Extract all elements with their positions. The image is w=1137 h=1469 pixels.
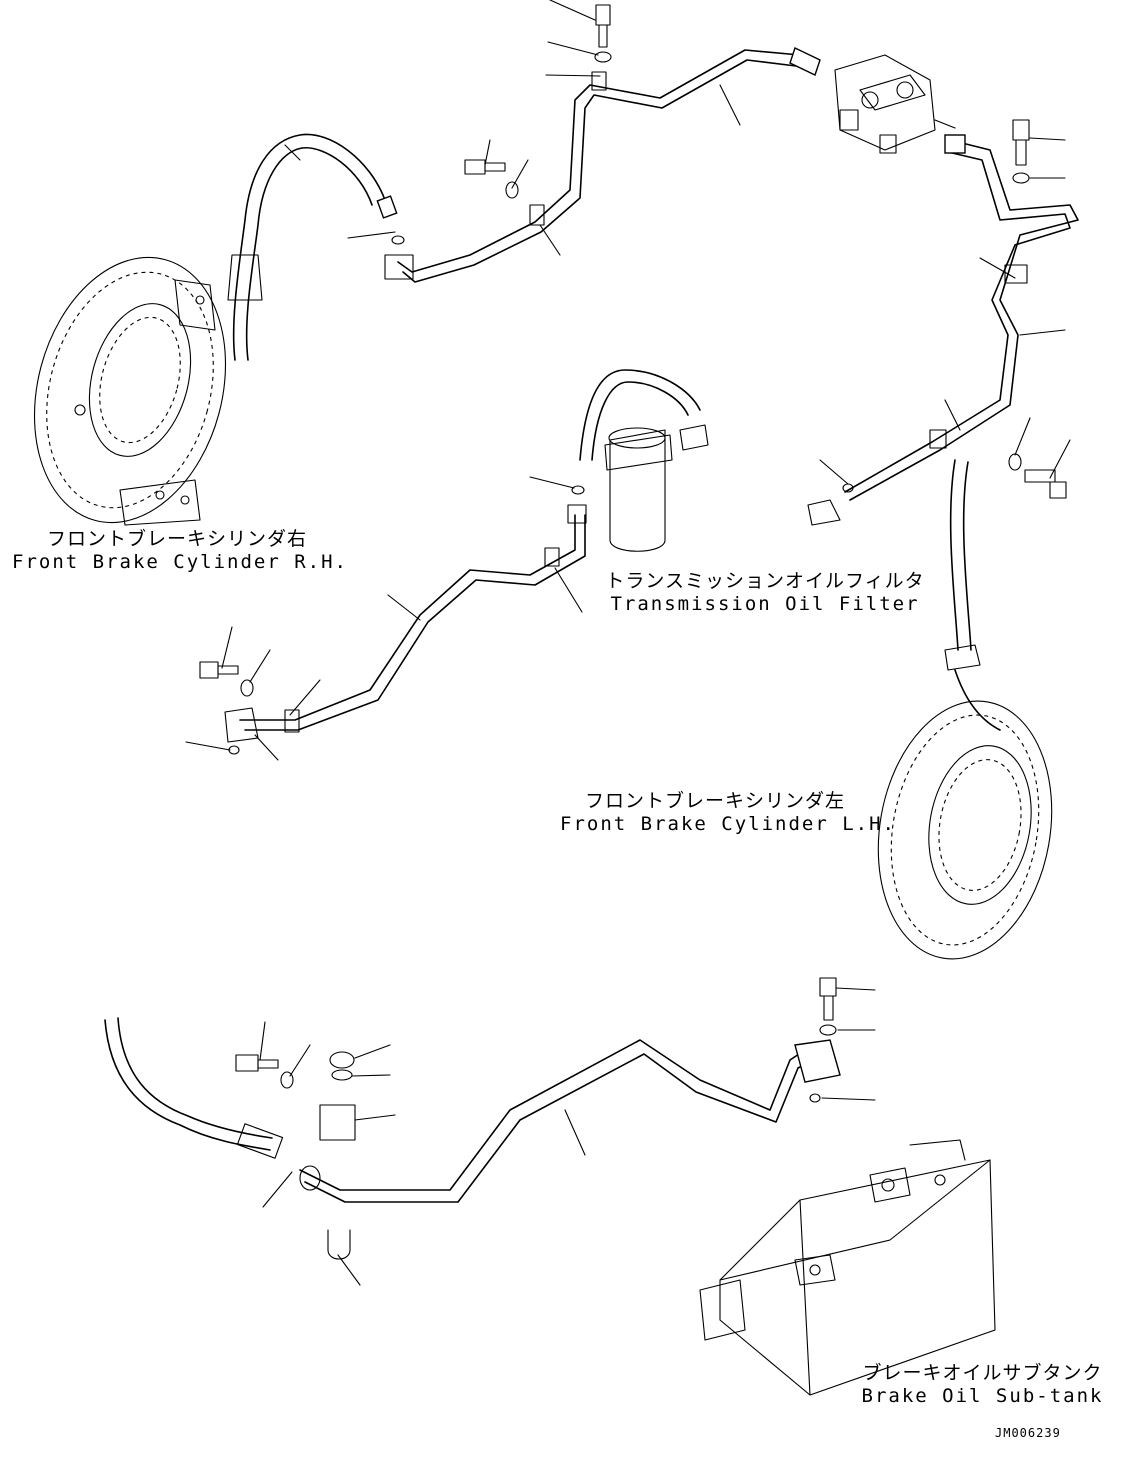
pipe-lower [104,977,841,1260]
label-brake-oil-sub-tank-en: Brake Oil Sub-tank [861,1384,1104,1407]
front-brake-cylinder-rh [33,256,227,526]
pipe-middle [224,504,587,743]
label-transmission-oil-filter-jp: トランスミッションオイルフィルタ [605,570,925,592]
pipe-upper [384,47,821,283]
hose-rh [227,133,398,361]
transmission-oil-filter [579,369,709,552]
label-front-brake-cylinder-lh: フロントブレーキシリンダ左 Front Brake Cylinder L.H. [560,790,896,836]
label-front-brake-cylinder-lh-jp: フロントブレーキシリンダ左 [584,790,845,812]
label-brake-oil-sub-tank: ブレーキオイルサブタンク Brake Oil Sub-tank [860,1362,1105,1408]
label-brake-oil-sub-tank-jp: ブレーキオイルサブタンク [862,1362,1103,1384]
hardware [199,4,1067,755]
pipe-right [807,134,1079,526]
brake-valve [834,54,956,154]
label-transmission-oil-filter: トランスミッションオイルフィルタ Transmission Oil Filter [605,570,925,616]
label-front-brake-cylinder-rh: フロントブレーキシリンダ右 Front Brake Cylinder R.H. [12,528,348,574]
hose-lh [944,459,1001,731]
label-front-brake-cylinder-rh-en: Front Brake Cylinder R.H. [12,550,348,573]
front-brake-cylinder-lh [877,700,1053,960]
label-front-brake-cylinder-rh-jp: フロントブレーキシリンダ右 [46,528,307,550]
brake-oil-sub-tank [699,1139,996,1396]
label-front-brake-cylinder-lh-en: Front Brake Cylinder L.H. [560,812,896,835]
drawing-id: JM006239 [995,1426,1061,1440]
label-transmission-oil-filter-en: Transmission Oil Filter [610,592,920,615]
leader-lines [185,0,1071,1286]
